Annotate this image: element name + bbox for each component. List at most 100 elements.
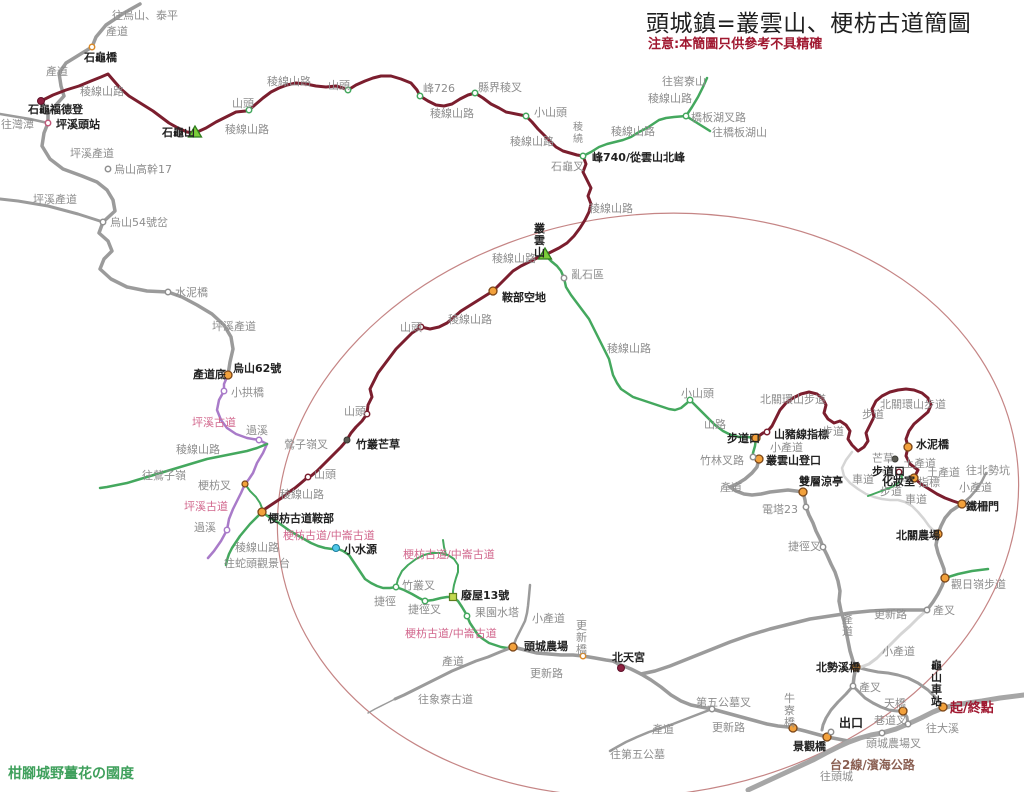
map-node: [508, 642, 518, 652]
highway-2: [745, 692, 1024, 792]
map-node: [938, 702, 948, 712]
map-node: [923, 606, 931, 614]
map-node: [88, 43, 96, 51]
map-label: 稜線山路: [607, 341, 651, 355]
map-label: 捷徑叉: [788, 539, 821, 553]
map-label: 往頭城: [820, 769, 853, 783]
map-label: 過溪: [246, 424, 268, 437]
map-label: 小拱橋: [231, 385, 264, 399]
map-label: 往北勢坑: [966, 463, 1010, 477]
map-node: [849, 682, 857, 690]
map-label: 更新橋: [576, 619, 587, 656]
map-node: [164, 288, 172, 296]
station-road: [854, 665, 945, 709]
map-label: 捷徑叉: [408, 602, 441, 616]
map-label: 產道: [720, 480, 742, 494]
map-label: 往鶯子嶺: [142, 468, 186, 482]
map-node: [560, 274, 568, 282]
map-node: [392, 583, 400, 591]
map-node: [904, 720, 912, 728]
road-to-beishikeng: [960, 471, 988, 506]
map-node: [579, 652, 587, 660]
map-label: 芒草: [872, 452, 894, 465]
map-label: 石龜橋: [83, 50, 118, 64]
map-label: 往烏山、泰平: [112, 8, 178, 22]
peak-marker-icon: [537, 246, 553, 260]
map-label: 梗枋古道/中崙古道: [405, 626, 497, 640]
map-label: 台2線/濱海公路: [830, 757, 916, 772]
map-node: [891, 455, 899, 463]
map-node: [909, 473, 919, 483]
map-node: [878, 729, 886, 737]
map-label: 北關農場: [896, 528, 940, 542]
map-label: 稜線山路: [80, 84, 124, 98]
map-label: 步道: [822, 424, 844, 438]
map-label: 化妝室: [882, 474, 915, 488]
map-label: 梗枋古道/中崙古道: [403, 547, 495, 561]
map-label: 往大溪: [926, 721, 959, 735]
map-label: 山頭: [400, 321, 422, 334]
map-node: [682, 112, 690, 120]
map-node: [708, 705, 716, 713]
map-label: 步道: [880, 484, 902, 498]
map-node: [798, 487, 808, 497]
map-node: [363, 410, 371, 418]
map-label: 電塔23: [762, 503, 798, 516]
farm-road-right: [728, 457, 858, 688]
map-label: 稜線山路: [430, 106, 474, 120]
map-label: 竹林叉路: [700, 453, 744, 467]
map-node: [822, 732, 832, 742]
map-label: 捷徑: [374, 594, 396, 608]
map-label: 產道底: [192, 367, 226, 381]
map-label: 北勢溪橋: [816, 660, 861, 674]
map-watermark: 柑腳城野薑花の國度: [8, 766, 134, 782]
map-label: 往橋板湖山: [712, 125, 767, 139]
map-label: 峰740/從雲山北峰: [592, 150, 686, 164]
map-label: 小產道: [532, 611, 565, 625]
map-label: 水泥橋: [175, 285, 208, 299]
map-node: [763, 428, 771, 436]
map-label: 縣界稜叉: [478, 81, 522, 94]
map-node: [37, 97, 45, 105]
map-label: 稜繞: [573, 121, 583, 145]
map-label: 產道: [46, 64, 68, 78]
map-label: 步道: [862, 407, 884, 421]
map-node: [245, 106, 253, 114]
map-label: 稜線山路: [510, 134, 554, 148]
map-label: 梗枋古道/中崙古道: [283, 528, 375, 542]
map-node: [749, 453, 757, 461]
map-label: 稜線山路: [280, 487, 324, 501]
map-label: 山頭: [232, 97, 254, 110]
map-label: 產叉: [859, 680, 881, 694]
bamboo-stub: [442, 539, 447, 556]
map-node: [304, 473, 312, 481]
map-node: [44, 119, 52, 127]
map-label: 牛寮橋: [784, 691, 795, 729]
map-label: 竹叢芒草: [355, 437, 400, 451]
map-label: 產道: [442, 654, 464, 668]
light-road-huazhuang: [840, 450, 940, 536]
map-label: 更新路: [530, 666, 563, 680]
map-node: [421, 597, 429, 605]
map-node: [241, 480, 249, 488]
map-label: 水泥橋: [916, 437, 950, 451]
trail-to-yingziling: [98, 442, 269, 490]
map-label: 稜線山路: [611, 124, 655, 138]
trail-congyun-east: [543, 253, 761, 461]
trail-peak740-northeast: [581, 114, 688, 158]
map-label: 坪溪頭站: [56, 117, 100, 131]
beiguan-loop-trail: [754, 387, 964, 506]
gengfangcha-link: [244, 483, 263, 513]
map-node: [617, 664, 625, 672]
road-to-wantan: [0, 112, 50, 125]
map-label: 坪溪古道: [192, 415, 236, 429]
pingxi-farm-road-branch: [0, 197, 105, 224]
map-label: 觀日嶺步道: [951, 577, 1006, 591]
map-label: 小產道: [882, 644, 915, 658]
map-label: 稜線山路: [225, 122, 269, 136]
map-label: 稜線山路: [267, 74, 311, 88]
map-label: 山豬線指標: [774, 427, 829, 441]
small-farm-road-parallel: [859, 608, 929, 669]
trail-to-shetou-lookout: [224, 510, 264, 567]
